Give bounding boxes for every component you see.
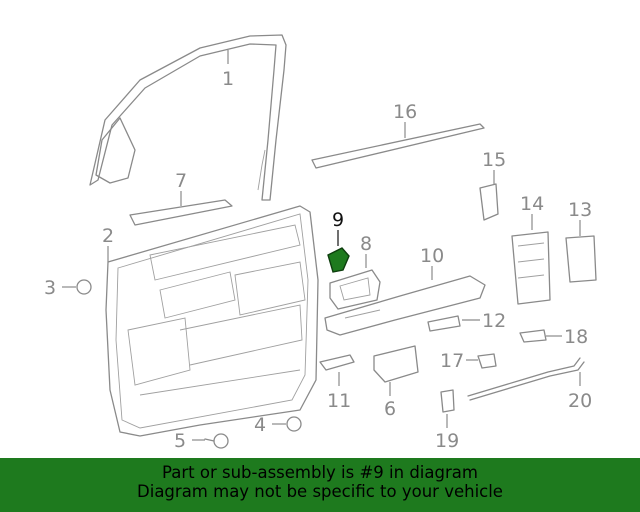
part-10-armrest <box>324 275 486 336</box>
callout-13: 13 <box>568 199 592 221</box>
part-9-highlighted <box>327 247 350 273</box>
callout-20: 20 <box>568 390 592 412</box>
part-2-door-panel <box>105 205 319 437</box>
callout-2: 2 <box>102 225 114 247</box>
banner-line-1: Part or sub-assembly is #9 in diagram <box>162 463 478 482</box>
part-12-reflector <box>427 315 461 332</box>
callout-19: 19 <box>435 430 459 452</box>
part-17-clip <box>477 353 497 369</box>
callout-3: 3 <box>44 277 56 299</box>
part-16-belt-molding <box>311 123 485 169</box>
part-15-clip <box>479 183 499 221</box>
callout-17: 17 <box>440 350 464 372</box>
callout-14: 14 <box>520 193 544 215</box>
banner-line-2: Diagram may not be specific to your vehi… <box>137 482 503 501</box>
callout-6: 6 <box>384 398 396 420</box>
part-19-pad <box>440 389 455 413</box>
part-6-switch-bezel <box>373 345 419 383</box>
callout-7: 7 <box>175 170 187 192</box>
part-4-clip <box>286 416 302 432</box>
part-20-rod <box>467 357 585 401</box>
part-18-clip <box>519 329 547 343</box>
callout-10: 10 <box>420 245 444 267</box>
part-8-handle-bezel <box>329 269 381 310</box>
callout-15: 15 <box>482 149 506 171</box>
callout-4: 4 <box>254 414 266 436</box>
part-5-screw <box>204 433 229 449</box>
part-14-switch <box>511 231 551 305</box>
part-7-trim-strip <box>129 199 233 226</box>
info-banner: Part or sub-assembly is #9 in diagram Di… <box>0 458 640 512</box>
callout-8: 8 <box>360 233 372 255</box>
part-11-pull-cup <box>319 354 355 371</box>
callout-12: 12 <box>482 310 506 332</box>
callout-5: 5 <box>174 430 186 452</box>
part-1-door-frame <box>89 34 287 201</box>
callout-16: 16 <box>393 101 417 123</box>
callout-lines <box>62 50 581 441</box>
callout-1: 1 <box>222 68 234 90</box>
callout-9: 9 <box>332 209 344 231</box>
part-13-switch <box>565 235 597 283</box>
part-3-clip <box>76 279 92 295</box>
callout-18: 18 <box>564 326 588 348</box>
callout-11: 11 <box>327 390 351 412</box>
